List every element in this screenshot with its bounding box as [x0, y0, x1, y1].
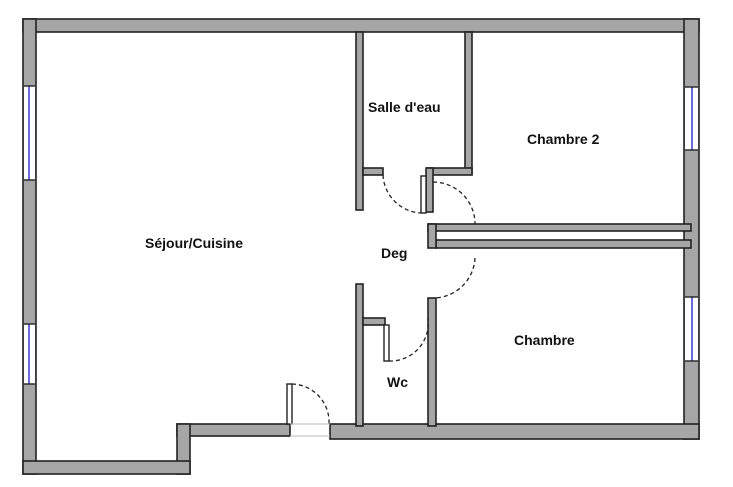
wall-sep-stub: [427, 223, 437, 249]
door-entrance-leaf: [286, 383, 293, 425]
room-label-deg: Deg: [381, 245, 407, 261]
room-label-salle-eau: Salle d'eau: [368, 99, 441, 115]
door-chambre2-swing: [432, 181, 476, 225]
wall-deg-right: [425, 167, 434, 213]
door-wc-leaf: [383, 324, 390, 362]
doors: [286, 174, 476, 437]
wall-chambre-left: [427, 297, 437, 427]
wall-chambre-separation: [427, 223, 692, 232]
wall-top: [22, 18, 700, 33]
wall-bottom-right: [329, 423, 700, 440]
door-salle-eau-swing: [382, 174, 422, 214]
wall-salle-eau-bottom-right: [427, 167, 473, 176]
windows: [24, 85, 698, 385]
door-entrance-swing: [291, 383, 330, 425]
wall-salle-eau-left: [355, 31, 364, 211]
wall-bottom-left: [22, 460, 191, 475]
wall-salle-eau-bottom: [362, 167, 384, 176]
wall-chambre2-bottom: [435, 239, 692, 249]
interior-walls: [355, 31, 692, 427]
door-chambre-swing: [432, 257, 476, 299]
room-label-chambre: Chambre: [514, 332, 575, 348]
wall-wc-top: [362, 317, 386, 326]
room-label-sejour: Séjour/Cuisine: [145, 235, 243, 251]
door-wc-swing: [388, 317, 429, 362]
room-labels: Séjour/Cuisine Salle d'eau Chambre 2 Deg…: [145, 99, 600, 390]
wall-bottom-step-top: [176, 423, 291, 437]
room-label-chambre2: Chambre 2: [527, 131, 600, 147]
room-label-wc: Wc: [387, 374, 408, 390]
door-salle-eau-leaf: [420, 175, 427, 214]
wall-wc-left: [355, 283, 364, 427]
wall-chambre2-left: [464, 31, 473, 175]
